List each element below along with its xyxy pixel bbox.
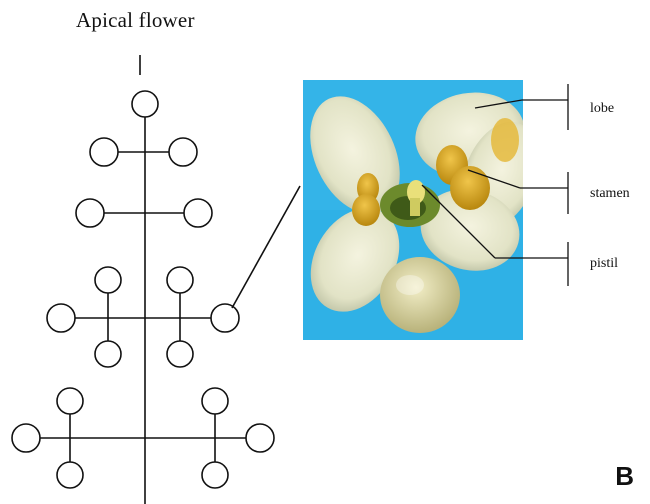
flower-node: [94, 340, 122, 368]
flower-node: [89, 137, 119, 167]
flower-node: [46, 303, 76, 333]
apical-flower-circle: [131, 90, 159, 118]
flower-node: [183, 198, 213, 228]
flower-node: [168, 137, 198, 167]
flower-node: [201, 461, 229, 489]
flower-node: [94, 266, 122, 294]
flower-node: [11, 423, 41, 453]
pistil-leader: [421, 184, 496, 259]
inflorescence-diagram: [11, 55, 301, 504]
flower-node: [166, 340, 194, 368]
panel-label: B: [615, 461, 634, 491]
pistil-label: pistil: [590, 256, 619, 271]
flower-node: [210, 303, 240, 333]
lobe-leader: [474, 99, 523, 109]
flower-node: [75, 198, 105, 228]
flower-node: [56, 387, 84, 415]
flower-photo: [303, 80, 523, 340]
flower-node: [166, 266, 194, 294]
zoom-connector-line: [231, 185, 301, 309]
flower-node: [201, 387, 229, 415]
lobe-label: lobe: [590, 101, 615, 116]
stamen-label: stamen: [590, 186, 630, 201]
label-leaders: [421, 84, 569, 286]
apical-flower-title: Apical flower: [76, 8, 195, 32]
flower-node: [56, 461, 84, 489]
flower-node: [245, 423, 275, 453]
stamen-leader: [467, 169, 521, 189]
